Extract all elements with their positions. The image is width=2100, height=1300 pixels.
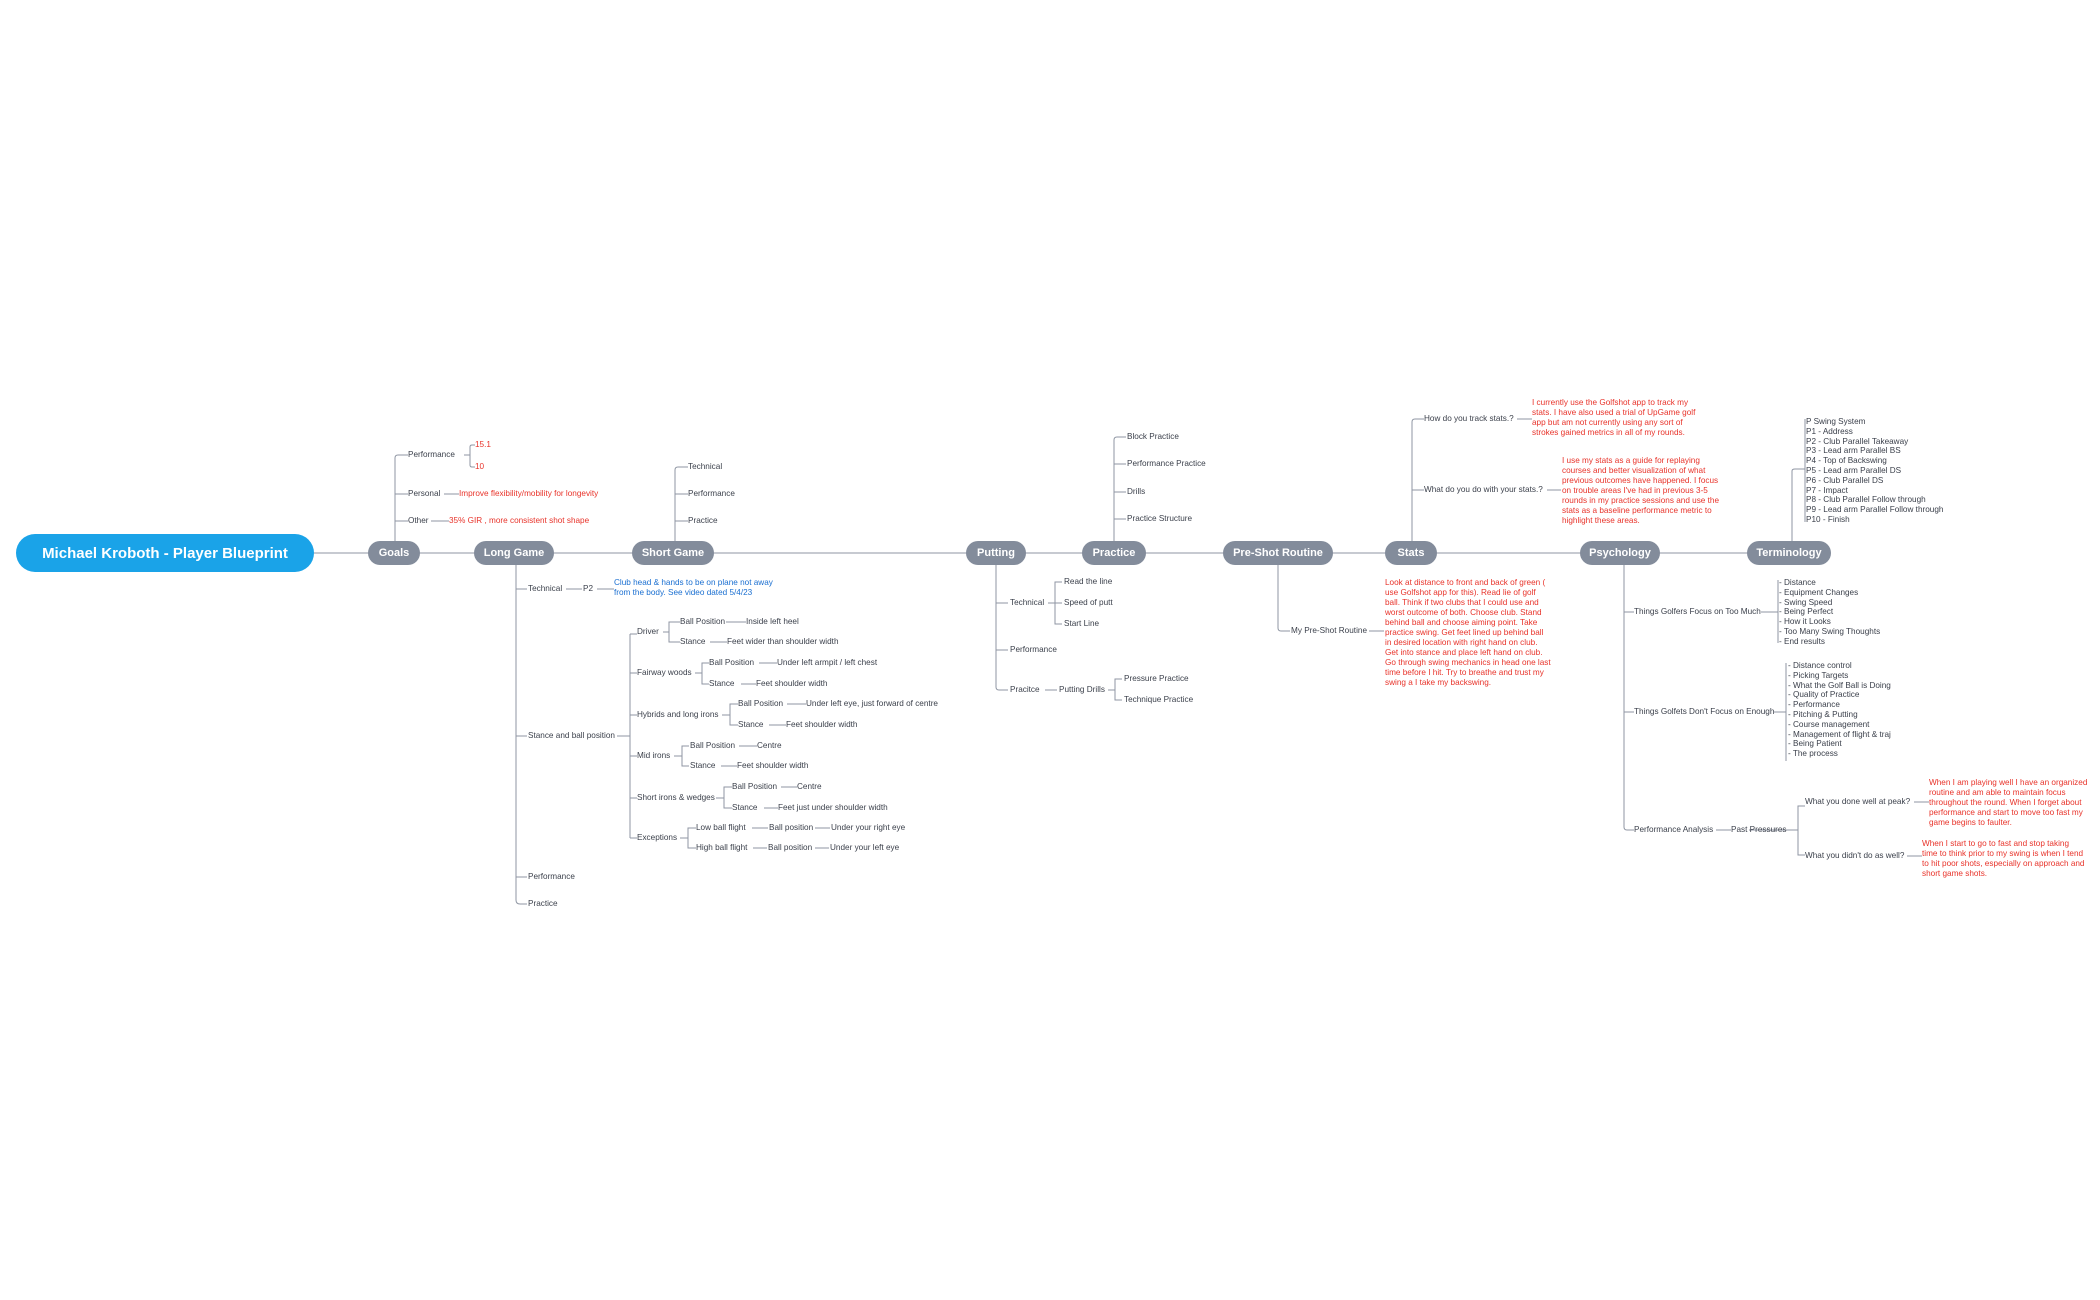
stats-track-note: I currently use the Golfshot app to trac… <box>1532 398 1696 437</box>
practice-topic[interactable]: Practice <box>1082 541 1146 565</box>
stats-do-note: I use my stats as a guide for replaying … <box>1562 456 1720 525</box>
psychology-done-well-note: When I am playing well I have an organiz… <box>1929 778 2088 827</box>
short-game-practice[interactable]: Practice <box>688 516 718 525</box>
psychology-didnt-do-well[interactable]: What you didn't do as well? <box>1805 851 1905 860</box>
fairway-stance[interactable]: Stance <box>709 679 735 688</box>
goals-performance-value-1: 15.1 <box>475 440 491 449</box>
long-game-performance[interactable]: Performance <box>528 872 575 881</box>
mid-ball-position[interactable]: Ball Position <box>690 741 736 750</box>
fairway-ball-position[interactable]: Ball Position <box>709 658 755 667</box>
long-game-exceptions[interactable]: Exceptions <box>637 833 678 842</box>
putting-technique-practice[interactable]: Technique Practice <box>1124 695 1194 704</box>
putting-drills[interactable]: Putting Drills <box>1059 685 1105 694</box>
pre-shot-routine-topic[interactable]: Pre-Shot Routine <box>1223 541 1333 565</box>
putting-pressure-practice[interactable]: Pressure Practice <box>1124 674 1189 683</box>
putting-pracitce[interactable]: Pracitce <box>1010 685 1040 694</box>
high-ball-flight[interactable]: High ball flight <box>696 843 748 852</box>
psychology-too-much[interactable]: Things Golfers Focus on Too Much <box>1634 607 1761 616</box>
stats-track[interactable]: How do you track stats.? <box>1424 414 1514 423</box>
long-game-p2-note: Club head & hands to be on plane not awa… <box>614 578 773 597</box>
hybrids-stance[interactable]: Stance <box>738 720 764 729</box>
my-pre-shot-routine[interactable]: My Pre-Shot Routine <box>1291 626 1367 635</box>
hybrids-stance-value: Feet shoulder width <box>786 720 858 729</box>
hybrids-ball-position[interactable]: Ball Position <box>738 699 784 708</box>
stats-do-with[interactable]: What do you do with your stats.? <box>1424 485 1543 494</box>
pre-shot-routine-note: Look at distance to front and back of gr… <box>1385 578 1551 687</box>
putting-speed[interactable]: Speed of putt <box>1064 598 1113 607</box>
psychology-not-enough[interactable]: Things Golfets Don't Focus on Enough <box>1634 707 1775 716</box>
short-game-technical[interactable]: Technical <box>688 462 723 471</box>
terminology-topic[interactable]: Terminology <box>1747 541 1831 565</box>
practice-performance[interactable]: Performance Practice <box>1127 459 1206 468</box>
short-game-performance[interactable]: Performance <box>688 489 735 498</box>
fairway-stance-value: Feet shoulder width <box>756 679 828 688</box>
long-game-mid-irons[interactable]: Mid irons <box>637 751 671 760</box>
long-game-short-irons[interactable]: Short irons & wedges <box>637 793 715 802</box>
putting-technical[interactable]: Technical <box>1010 598 1045 607</box>
short-irons-stance[interactable]: Stance <box>732 803 758 812</box>
short-irons-ball-value: Centre <box>797 782 822 791</box>
short-irons-stance-value: Feet just under shoulder width <box>778 803 888 812</box>
stats-topic[interactable]: Stats <box>1385 541 1437 565</box>
low-flight-value: Under your right eye <box>831 823 906 832</box>
psychology-didnt-note: When I start to go to fast and stop taki… <box>1922 839 2085 878</box>
goals-personal[interactable]: Personal <box>408 489 441 498</box>
hybrids-ball-value: Under left eye, just forward of centre <box>806 699 938 708</box>
goals-other-note: 35% GIR , more consistent shot shape <box>449 516 590 525</box>
driver-stance-value: Feet wider than shoulder width <box>727 637 839 646</box>
high-flight-ball-position[interactable]: Ball position <box>768 843 813 852</box>
psychology-done-well[interactable]: What you done well at peak? <box>1805 797 1911 806</box>
long-game-fairway-woods[interactable]: Fairway woods <box>637 668 692 677</box>
driver-ball-position[interactable]: Ball Position <box>680 617 726 626</box>
goals-performance[interactable]: Performance <box>408 450 455 459</box>
practice-drills[interactable]: Drills <box>1127 487 1146 496</box>
driver-stance[interactable]: Stance <box>680 637 706 646</box>
long-game-hybrids[interactable]: Hybrids and long irons <box>637 710 719 719</box>
low-ball-flight[interactable]: Low ball flight <box>696 823 746 832</box>
root-topic[interactable]: Michael Kroboth - Player Blueprint <box>16 534 314 572</box>
putting-read-line[interactable]: Read the line <box>1064 577 1113 586</box>
mid-ball-value: Centre <box>757 741 782 750</box>
short-game-topic[interactable]: Short Game <box>632 541 714 565</box>
psychology-past-pressures[interactable]: Past Pressures <box>1731 825 1787 834</box>
long-game-practice[interactable]: Practice <box>528 899 558 908</box>
short-irons-ball-position[interactable]: Ball Position <box>732 782 778 791</box>
long-game-topic[interactable]: Long Game <box>474 541 554 565</box>
mid-stance-value: Feet shoulder width <box>737 761 809 770</box>
psychology-performance-analysis[interactable]: Performance Analysis <box>1634 825 1714 834</box>
psychology-topic[interactable]: Psychology <box>1580 541 1660 565</box>
putting-performance[interactable]: Performance <box>1010 645 1057 654</box>
putting-topic[interactable]: Putting <box>966 541 1026 565</box>
psychology-too-much-list: - Distance - Equipment Changes - Swing S… <box>1779 578 1881 646</box>
goals-topic[interactable]: Goals <box>368 541 420 565</box>
long-game-p2[interactable]: P2 <box>583 584 594 593</box>
terminology-list: P Swing System P1 - Address P2 - Club Pa… <box>1806 417 1944 524</box>
practice-structure[interactable]: Practice Structure <box>1127 514 1193 523</box>
long-game-technical[interactable]: Technical <box>528 584 563 593</box>
psychology-not-enough-list: - Distance control - Picking Targets - W… <box>1788 661 1891 759</box>
putting-start-line[interactable]: Start Line <box>1064 619 1100 628</box>
long-game-driver[interactable]: Driver <box>637 627 659 636</box>
practice-block[interactable]: Block Practice <box>1127 432 1179 441</box>
goals-other[interactable]: Other <box>408 516 429 525</box>
goals-performance-value-2: 10 <box>475 462 485 471</box>
fairway-ball-value: Under left armpit / left chest <box>777 658 878 667</box>
goals-personal-note: Improve flexibility/mobility for longevi… <box>459 489 599 498</box>
long-game-stance-ball-position[interactable]: Stance and ball position <box>528 731 615 740</box>
high-flight-value: Under your left eye <box>830 843 900 852</box>
driver-ball-value: Inside left heel <box>746 617 799 626</box>
mid-stance[interactable]: Stance <box>690 761 716 770</box>
low-flight-ball-position[interactable]: Ball position <box>769 823 814 832</box>
